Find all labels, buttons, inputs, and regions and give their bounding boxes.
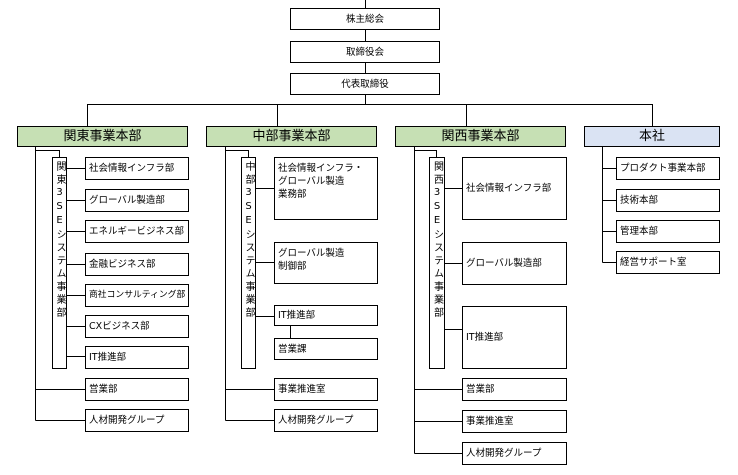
chubu-dept: 人材開発グループ bbox=[274, 409, 378, 432]
kansai-3se-system-dept: 関西3SEシステム事業部 bbox=[429, 157, 445, 369]
kansai-dept: 人材開発グループ bbox=[462, 442, 567, 465]
honsha-dept: 技術本部 bbox=[616, 189, 720, 212]
kanto-3se-system-dept: 関東3SEシステム事業部 bbox=[52, 157, 67, 369]
kansai-sub-dept: IT推進部 bbox=[462, 306, 567, 369]
chubu-sub-dept: IT推進部 bbox=[274, 305, 378, 326]
kanto-sub-dept: CXビジネス部 bbox=[85, 315, 189, 338]
honsha-dept: 管理本部 bbox=[616, 220, 720, 243]
kanto-sub-dept: 商社コンサルティング部 bbox=[85, 284, 189, 307]
kanto-dept: 人材開発グループ bbox=[85, 409, 189, 432]
kansai-sub-dept: グローバル製造部 bbox=[462, 242, 567, 285]
chubu-sub-dept: グローバル製造 制御部 bbox=[274, 242, 378, 284]
chubu-division-header: 中部事業本部 bbox=[206, 126, 377, 147]
kanto-sub-dept: エネルギービジネス部 bbox=[85, 220, 189, 243]
kansai-division-header: 関西事業本部 bbox=[395, 126, 566, 147]
chubu-3se-system-dept: 中部3SEシステム事業部 bbox=[241, 157, 256, 369]
ceo-box: 代表取締役 bbox=[290, 73, 440, 95]
kanto-dept: 営業部 bbox=[85, 378, 189, 401]
kansai-dept: 事業推進室 bbox=[462, 410, 567, 433]
kanto-division-header: 関東事業本部 bbox=[17, 126, 188, 147]
honsha-header: 本社 bbox=[584, 126, 720, 147]
chubu-dept: 事業推進室 bbox=[274, 378, 378, 401]
kanto-sub-dept: IT推進部 bbox=[85, 346, 189, 369]
board-box: 取締役会 bbox=[290, 41, 440, 63]
kanto-sub-dept: 金融ビジネス部 bbox=[85, 253, 189, 276]
chubu-sub-dept: 社会情報インフラ・ グローバル製造 業務部 bbox=[274, 157, 378, 220]
shareholders-box: 株主総会 bbox=[290, 8, 440, 30]
kansai-dept: 営業部 bbox=[462, 378, 567, 401]
kansai-sub-dept: 社会情報インフラ部 bbox=[462, 157, 567, 220]
kanto-sub-dept: グローバル製造部 bbox=[85, 189, 189, 212]
chubu-sub-dept: 営業課 bbox=[274, 338, 378, 360]
honsha-dept: 経営サポート室 bbox=[616, 251, 720, 274]
honsha-dept: プロダクト事業本部 bbox=[616, 157, 720, 180]
kanto-sub-dept: 社会情報インフラ部 bbox=[85, 157, 189, 180]
